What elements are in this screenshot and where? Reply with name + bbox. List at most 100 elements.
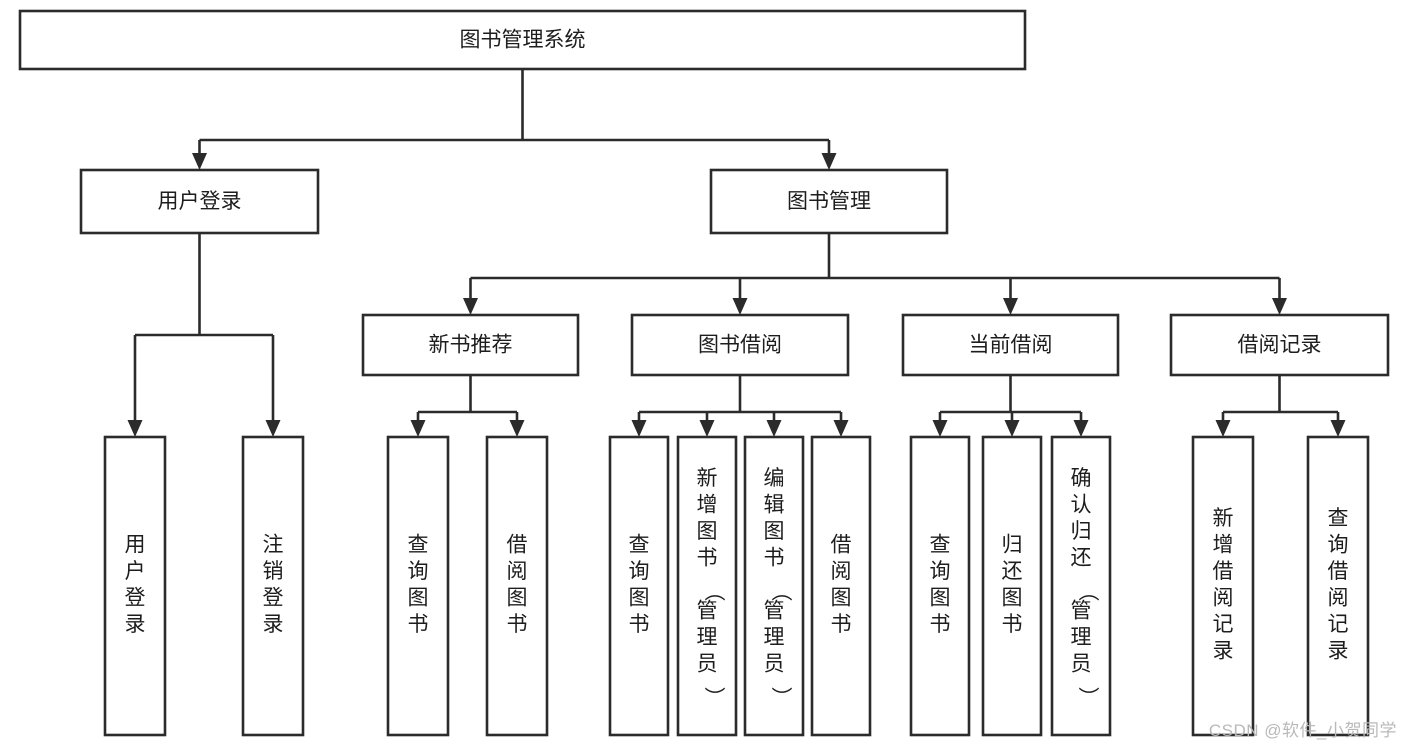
node-label-char: 增 <box>697 494 718 517</box>
node-label-char: 图 <box>764 520 785 543</box>
leaf-node-leaf-user-login[interactable]: 用户登录 <box>103 435 167 737</box>
node-label-char: 销 <box>263 560 284 583</box>
node-label-char: 书 <box>629 613 650 636</box>
node-label-char: （ <box>702 581 725 602</box>
node-label-char: 借 <box>507 533 528 556</box>
node-label-char: 登 <box>263 586 284 609</box>
node-label: 图书借阅 <box>698 334 782 357</box>
arrow-head <box>1330 420 1346 437</box>
arrow-head <box>631 420 647 437</box>
node-label: 用户登录 <box>158 190 242 213</box>
node-label-char: 记 <box>1328 613 1349 636</box>
node-label-char: 书 <box>764 547 785 570</box>
node-label-char: 询 <box>629 560 650 583</box>
node-label-char: 阅 <box>831 560 852 583</box>
node-label-char: 注 <box>263 533 284 556</box>
node-label-char: 询 <box>408 560 429 583</box>
node-label-char: 新 <box>697 467 718 490</box>
arrow-head <box>1003 298 1018 315</box>
arrow-head <box>833 420 849 437</box>
node-label-char: ） <box>702 687 725 708</box>
arrow-head <box>463 298 478 315</box>
node-label-char: 书 <box>1002 613 1023 636</box>
node-box <box>810 435 872 737</box>
node-label-char: 认 <box>1071 494 1092 517</box>
node-layer: 图书管理系统用户登录图书管理新书推荐图书借阅当前借阅借阅记录用户登录注销登录查询… <box>18 9 1390 737</box>
node-label-char: 书 <box>930 613 951 636</box>
arrow-head <box>127 420 143 437</box>
node-label-char: 查 <box>408 533 429 556</box>
level3-node-book-borrow[interactable]: 图书借阅 <box>630 313 850 377</box>
node-box <box>241 435 305 737</box>
node-label-char: 图 <box>1002 586 1023 609</box>
node-box <box>18 9 1027 71</box>
node-label-char: 员 <box>764 653 785 676</box>
node-label-char: 查 <box>930 533 951 556</box>
arrow-head <box>699 420 715 437</box>
node-label-char: 图 <box>408 586 429 609</box>
node-label-char: 阅 <box>507 560 528 583</box>
arrow-head <box>932 420 948 437</box>
arrow-head <box>509 420 525 437</box>
arrow-head <box>1272 298 1287 315</box>
node-box <box>901 313 1120 377</box>
node-label-char: ） <box>769 687 792 708</box>
arrow-head <box>1004 420 1020 437</box>
node-label-char: 录 <box>1213 639 1234 662</box>
node-label-char: 用 <box>125 533 146 556</box>
node-label-char: 录 <box>263 613 284 636</box>
node-label-char: 管 <box>697 600 718 623</box>
node-box <box>361 313 580 377</box>
node-label-char: （ <box>769 581 792 602</box>
node-label-char: 借 <box>831 533 852 556</box>
node-label-char: 录 <box>1328 639 1349 662</box>
node-label-char: 查 <box>629 533 650 556</box>
node-box <box>485 435 549 737</box>
node-box <box>1306 435 1370 737</box>
arrow-head <box>265 420 281 437</box>
node-label-char: 图 <box>831 586 852 609</box>
node-label-char: 登 <box>125 586 146 609</box>
node-label-char: 户 <box>125 560 146 583</box>
node-box <box>743 435 805 737</box>
arrow-head <box>821 153 837 170</box>
node-label-char: 图 <box>697 520 718 543</box>
level3-node-borrow-record[interactable]: 借阅记录 <box>1169 313 1390 377</box>
node-label-char: 询 <box>1328 533 1349 556</box>
node-label-char: 图 <box>629 586 650 609</box>
csdn-watermark: CSDN @软件_小贺同学 <box>1208 721 1397 740</box>
node-box <box>79 168 320 235</box>
node-label-char: ） <box>1076 687 1099 708</box>
node-label: 图书管理系统 <box>460 29 586 52</box>
node-label-char: 借 <box>1328 560 1349 583</box>
node-box <box>1169 313 1390 377</box>
root-node-book-management-system[interactable]: 图书管理系统 <box>18 9 1027 71</box>
node-label-char: 增 <box>1213 533 1234 556</box>
node-label-char: 管 <box>764 600 785 623</box>
level3-node-new-book-recommend[interactable]: 新书推荐 <box>361 313 580 377</box>
connector-layer <box>127 69 1346 437</box>
node-label-char: 阅 <box>1328 586 1349 609</box>
level3-node-current-borrow[interactable]: 当前借阅 <box>901 313 1120 377</box>
node-label-char: 查 <box>1328 507 1349 530</box>
node-box <box>630 313 850 377</box>
node-label-char: 理 <box>1071 626 1092 649</box>
arrow-head <box>732 298 748 315</box>
level2-node-user-login[interactable]: 用户登录 <box>79 168 320 235</box>
node-label-char: 新 <box>1213 507 1234 530</box>
node-label: 图书管理 <box>787 190 871 213</box>
level2-node-book-management[interactable]: 图书管理 <box>709 168 949 235</box>
